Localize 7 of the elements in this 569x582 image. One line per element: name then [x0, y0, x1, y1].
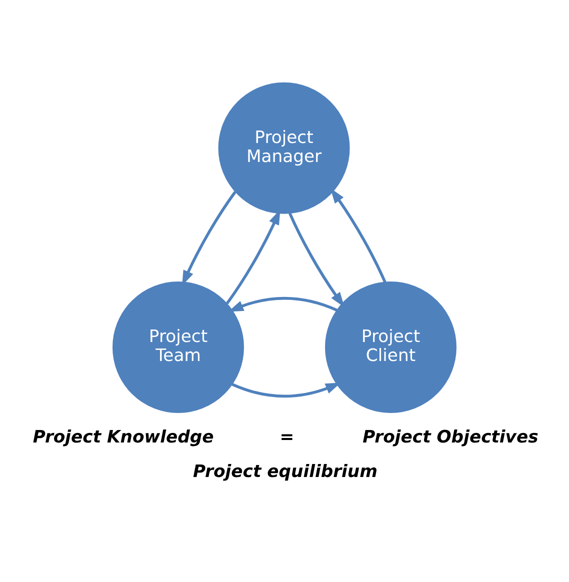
arrow — [288, 212, 345, 307]
label: Project Knowledge — [32, 426, 214, 447]
node-circle: Project Manager — [218, 82, 350, 214]
caption: Project equilibrium — [193, 461, 378, 482]
label: = — [280, 426, 294, 447]
arrow — [330, 188, 386, 282]
label: Project Objectives — [362, 426, 538, 447]
